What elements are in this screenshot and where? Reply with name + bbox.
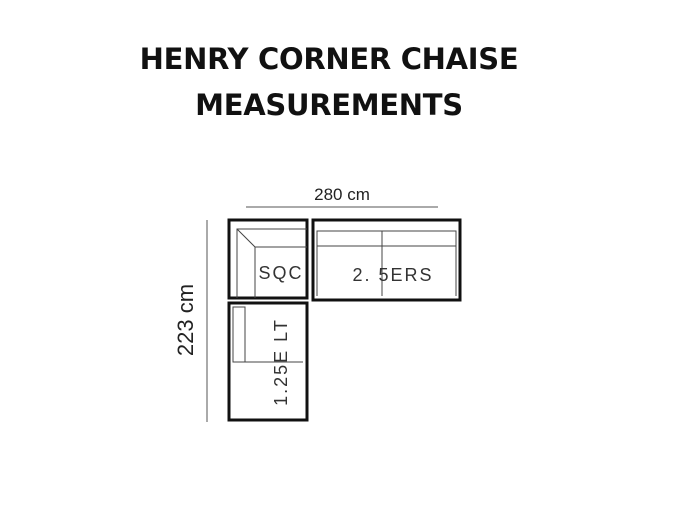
depth-dimension-label: 223 cm [173,284,198,356]
width-dimension-label: 280 cm [314,185,370,204]
chaise-module-label: 1.25E LT [271,318,291,406]
title-line-2: MEASUREMENTS [195,88,463,122]
chaise-module: 1.25E LT [227,301,309,422]
corner-module-label: SQC [258,263,303,283]
corner-module: SQC [227,218,309,300]
title-line-1: HENRY CORNER CHAISE [139,42,519,76]
page-title: HENRY CORNER CHAISE MEASUREMENTS [0,36,658,128]
sofa-module-label: 2. 5ERS [352,265,433,285]
sofa-module: 2. 5ERS [311,218,462,302]
